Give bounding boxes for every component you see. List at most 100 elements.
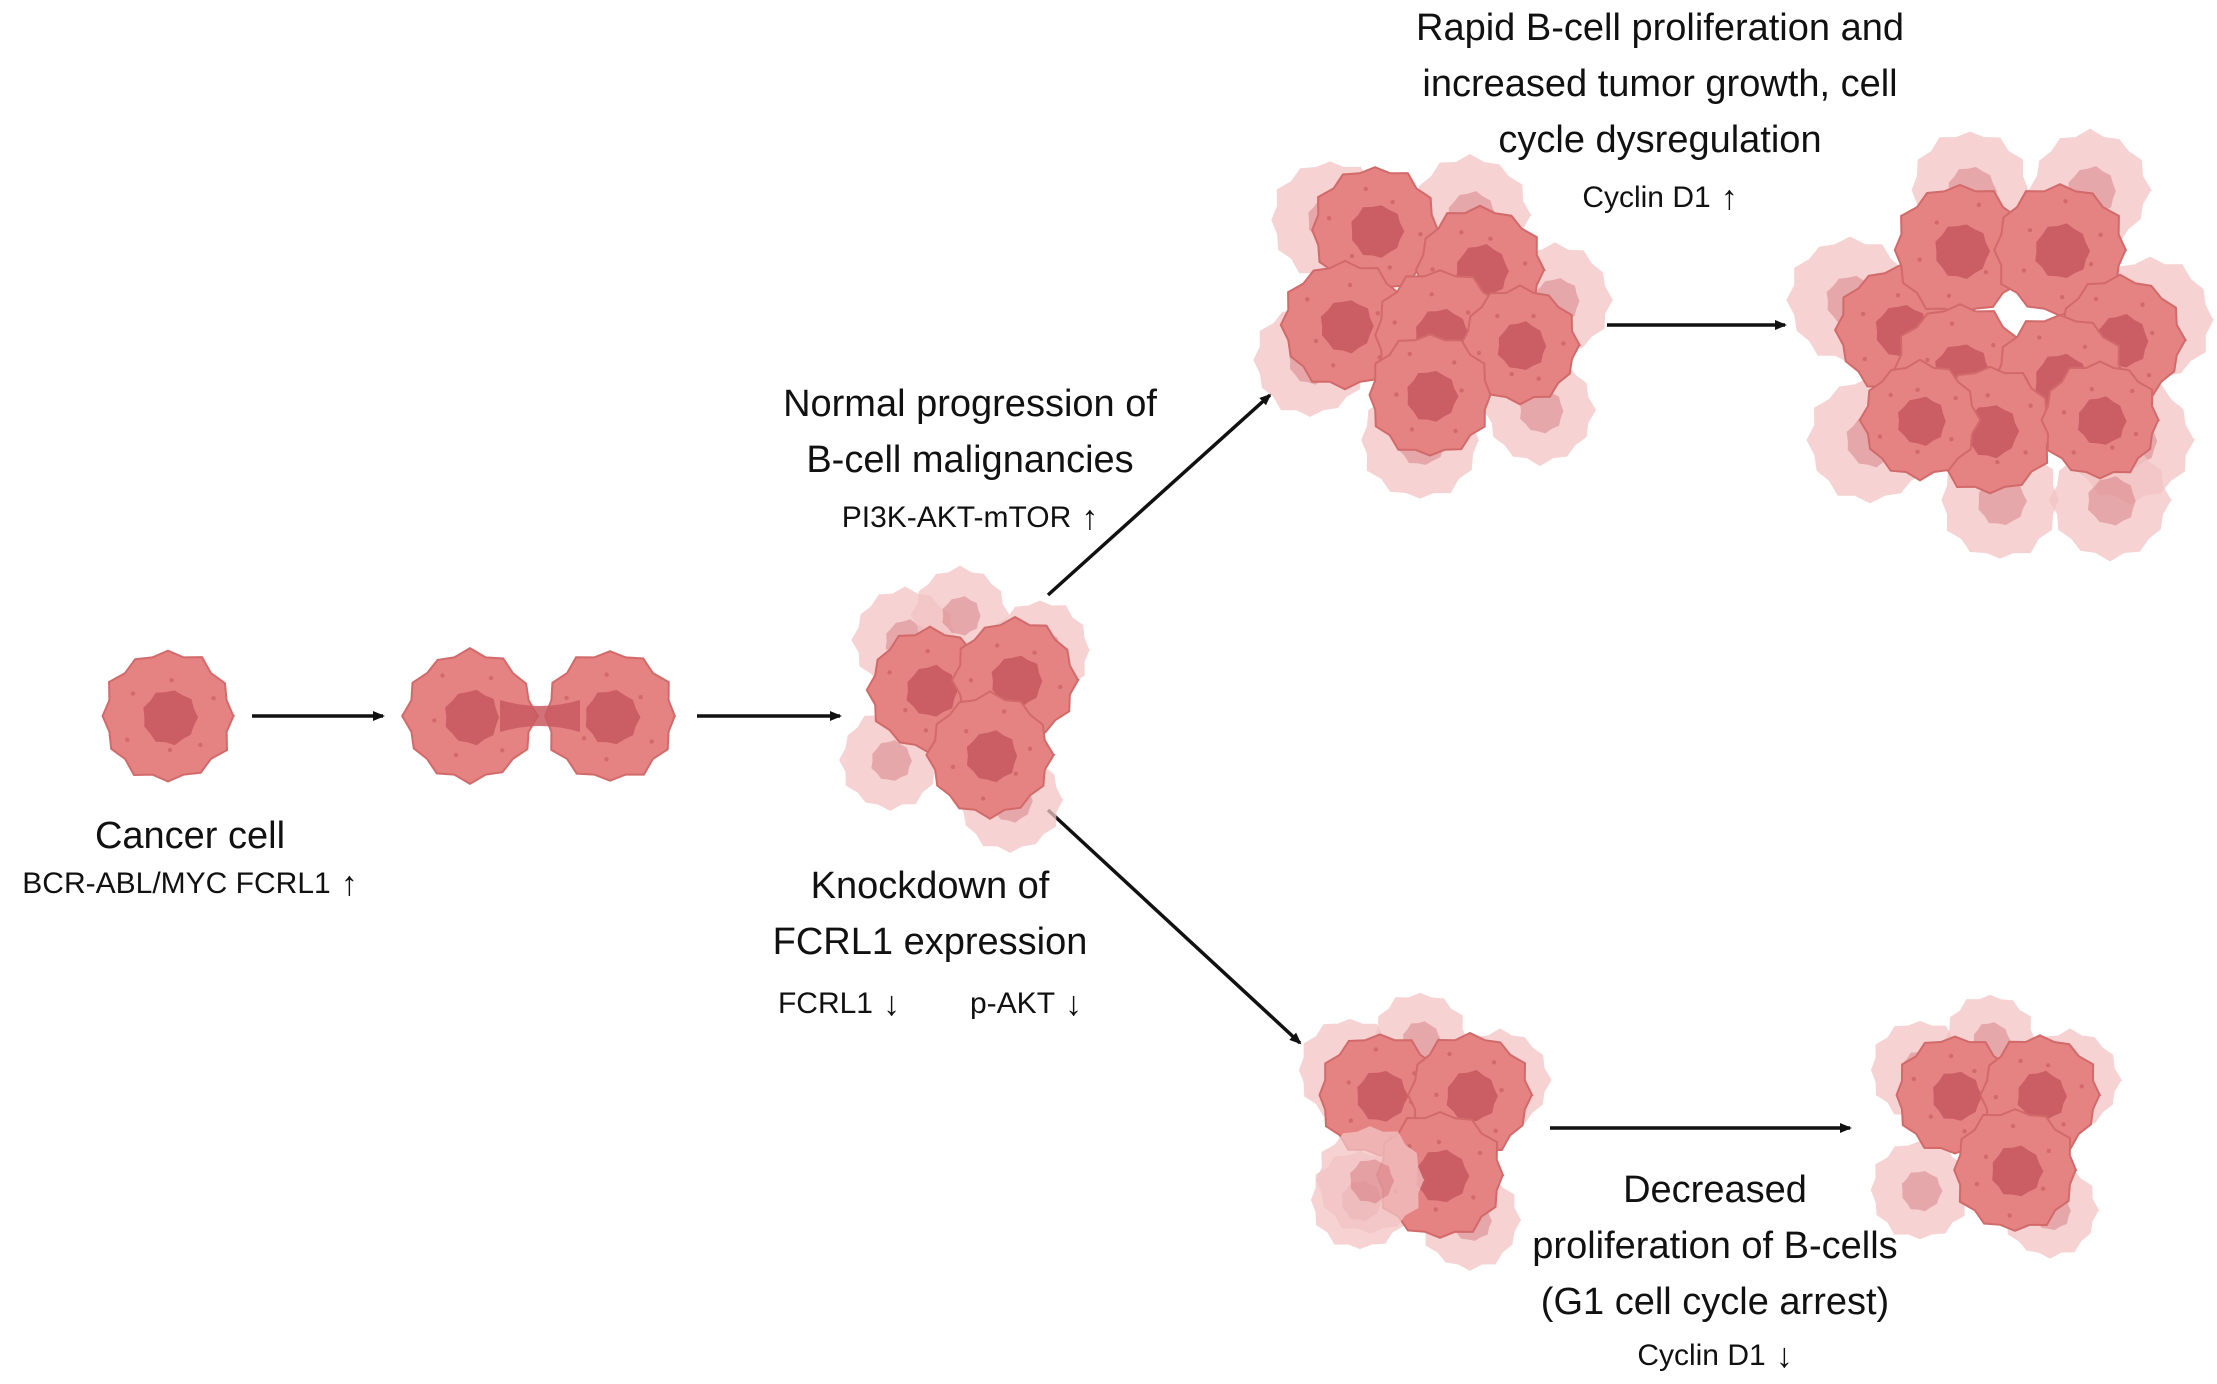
- cell-nucleus: [2087, 476, 2136, 526]
- cell-granule: [1471, 1195, 1476, 1200]
- cell-granule: [1418, 232, 1423, 237]
- cell-granule: [2146, 373, 2152, 378]
- cell-granule: [167, 747, 173, 753]
- cell-nucleus: [991, 655, 1043, 708]
- rapid-marker-text: Cyclin D1: [1582, 181, 1711, 214]
- cancer-cell-title: Cancer cell: [94, 815, 286, 857]
- cancer-cell-marker: BCR-ABL/MYC FCRL1 ↑: [22, 864, 357, 904]
- cell-granule: [2018, 1058, 2023, 1064]
- cell-granule: [1459, 388, 1464, 393]
- cancer-cell-label: Cancer cell BCR-ABL/MYC FCRL1 ↑: [20, 808, 360, 904]
- cell-granule: [1509, 371, 1514, 377]
- cell-nucleus: [2078, 396, 2127, 445]
- cell-granule: [1453, 428, 1458, 434]
- knockdown-marker-pakt-text: p-AKT: [970, 987, 1056, 1020]
- down-arrow-icon: ↓: [1775, 1337, 1793, 1375]
- cell-granule: [2007, 1213, 2012, 1218]
- arrow-cluster-to-knockdown-cluster: [1046, 808, 1302, 1045]
- knockdown-line-1: Knockdown of: [810, 865, 1050, 907]
- cell-granule: [1027, 746, 1033, 751]
- cell-nucleus: [942, 596, 981, 636]
- cell-nucleus: [871, 740, 912, 781]
- cell-granule: [169, 678, 174, 683]
- cell-granule: [581, 736, 587, 741]
- cell-granule: [2023, 450, 2028, 455]
- cell-granule: [1409, 427, 1415, 432]
- cell-granule: [1491, 1060, 1497, 1065]
- normal-progression-marker: PI3K-AKT-mTOR ↑: [842, 498, 1098, 538]
- small-cluster-illustration: [839, 565, 1091, 853]
- cell-granule: [2063, 199, 2068, 204]
- cell-granule: [950, 764, 956, 770]
- cell-granule: [1946, 293, 1952, 298]
- cell-granule: [500, 748, 505, 753]
- cell-granule: [432, 718, 437, 723]
- cell-granule: [968, 678, 974, 683]
- cell-granule: [130, 691, 136, 696]
- cell-granule: [198, 742, 203, 748]
- cell-granule: [1436, 1139, 1442, 1145]
- cell-granule: [1862, 356, 1868, 362]
- cell-granule: [1925, 357, 1930, 363]
- cell-nucleus: [1416, 1149, 1470, 1203]
- up-arrow-icon: ↑: [1081, 499, 1099, 537]
- cell-nucleus: [1320, 300, 1374, 354]
- cell-granule: [1949, 321, 1955, 326]
- cell-granule: [1447, 1051, 1452, 1057]
- cell-granule: [1962, 1129, 1967, 1134]
- cell-granule: [1434, 1092, 1439, 1098]
- rapid-line-1: Rapid B-cell proliferation and: [1416, 7, 1904, 49]
- cell-granule: [2089, 387, 2094, 392]
- cell-nucleus: [1933, 1071, 1983, 1121]
- normal-progression-marker-text: PI3K-AKT-mTOR: [841, 501, 1072, 534]
- cell-granule: [2110, 445, 2115, 450]
- cell-granule: [649, 739, 654, 744]
- cell-nucleus: [2017, 1070, 2068, 1121]
- cell-granule: [1433, 1207, 1438, 1212]
- cell-granule: [1983, 1154, 1989, 1160]
- cell-granule: [1499, 1088, 1504, 1093]
- cell-granule: [1536, 376, 1541, 381]
- cell-granule: [1949, 437, 1954, 442]
- normal-progression-line-1: Normal progression of: [783, 383, 1157, 425]
- cell-granule: [1375, 311, 1381, 316]
- cell-granule: [604, 672, 609, 677]
- decreased-proliferation-title: Decreased proliferation of B-cells (G1 c…: [1465, 1162, 1965, 1330]
- cell-granule: [1305, 297, 1310, 302]
- cell-bridge: [500, 700, 580, 732]
- knockdown-marker-pakt: p-AKT ↓: [970, 984, 1082, 1024]
- rapid-line-2: increased tumor growth, cell: [1422, 63, 1898, 105]
- cell-granule: [923, 728, 929, 733]
- cell-granule: [564, 695, 569, 701]
- cell-granule: [1948, 1053, 1954, 1059]
- cell-granule: [2027, 228, 2033, 233]
- cell-granule: [1348, 1118, 1354, 1123]
- knockdown-title: Knockdown of FCRL1 expression: [720, 858, 1140, 970]
- cell-granule: [2040, 1186, 2046, 1191]
- cell-granule: [1972, 1068, 1977, 1074]
- cell-granule: [1477, 1150, 1483, 1156]
- knockdown-marker-fcrl1: FCRL1 ↓: [778, 984, 900, 1024]
- decreased-marker: Cyclin D1 ↓: [1637, 1336, 1792, 1376]
- cell-granule: [2061, 1122, 2066, 1127]
- cell-granule: [1326, 216, 1332, 221]
- rapid-proliferation-label: Rapid B-cell proliferation and increased…: [1380, 0, 1940, 218]
- cell-granule: [1495, 313, 1500, 319]
- cell-granule: [1860, 311, 1866, 317]
- cell-granule: [1911, 1076, 1917, 1082]
- cell-body: [1316, 1126, 1425, 1234]
- cell-granule: [2130, 388, 2135, 394]
- cell-granule: [1877, 434, 1883, 439]
- cell-granule: [1993, 1094, 1999, 1100]
- cell-granule: [2037, 335, 2042, 340]
- cell-nucleus: [1350, 1159, 1395, 1204]
- cell-granule: [1493, 1128, 1498, 1134]
- cell-granule: [2079, 1084, 2084, 1089]
- cell-granule: [1430, 267, 1435, 272]
- cell-granule: [453, 752, 459, 758]
- cell-granule: [1387, 265, 1393, 270]
- cell-granule: [1390, 199, 1395, 205]
- cell-nucleus: [143, 690, 199, 746]
- rapid-proliferation-title: Rapid B-cell proliferation and increased…: [1380, 0, 1940, 168]
- cell-granule: [488, 675, 494, 681]
